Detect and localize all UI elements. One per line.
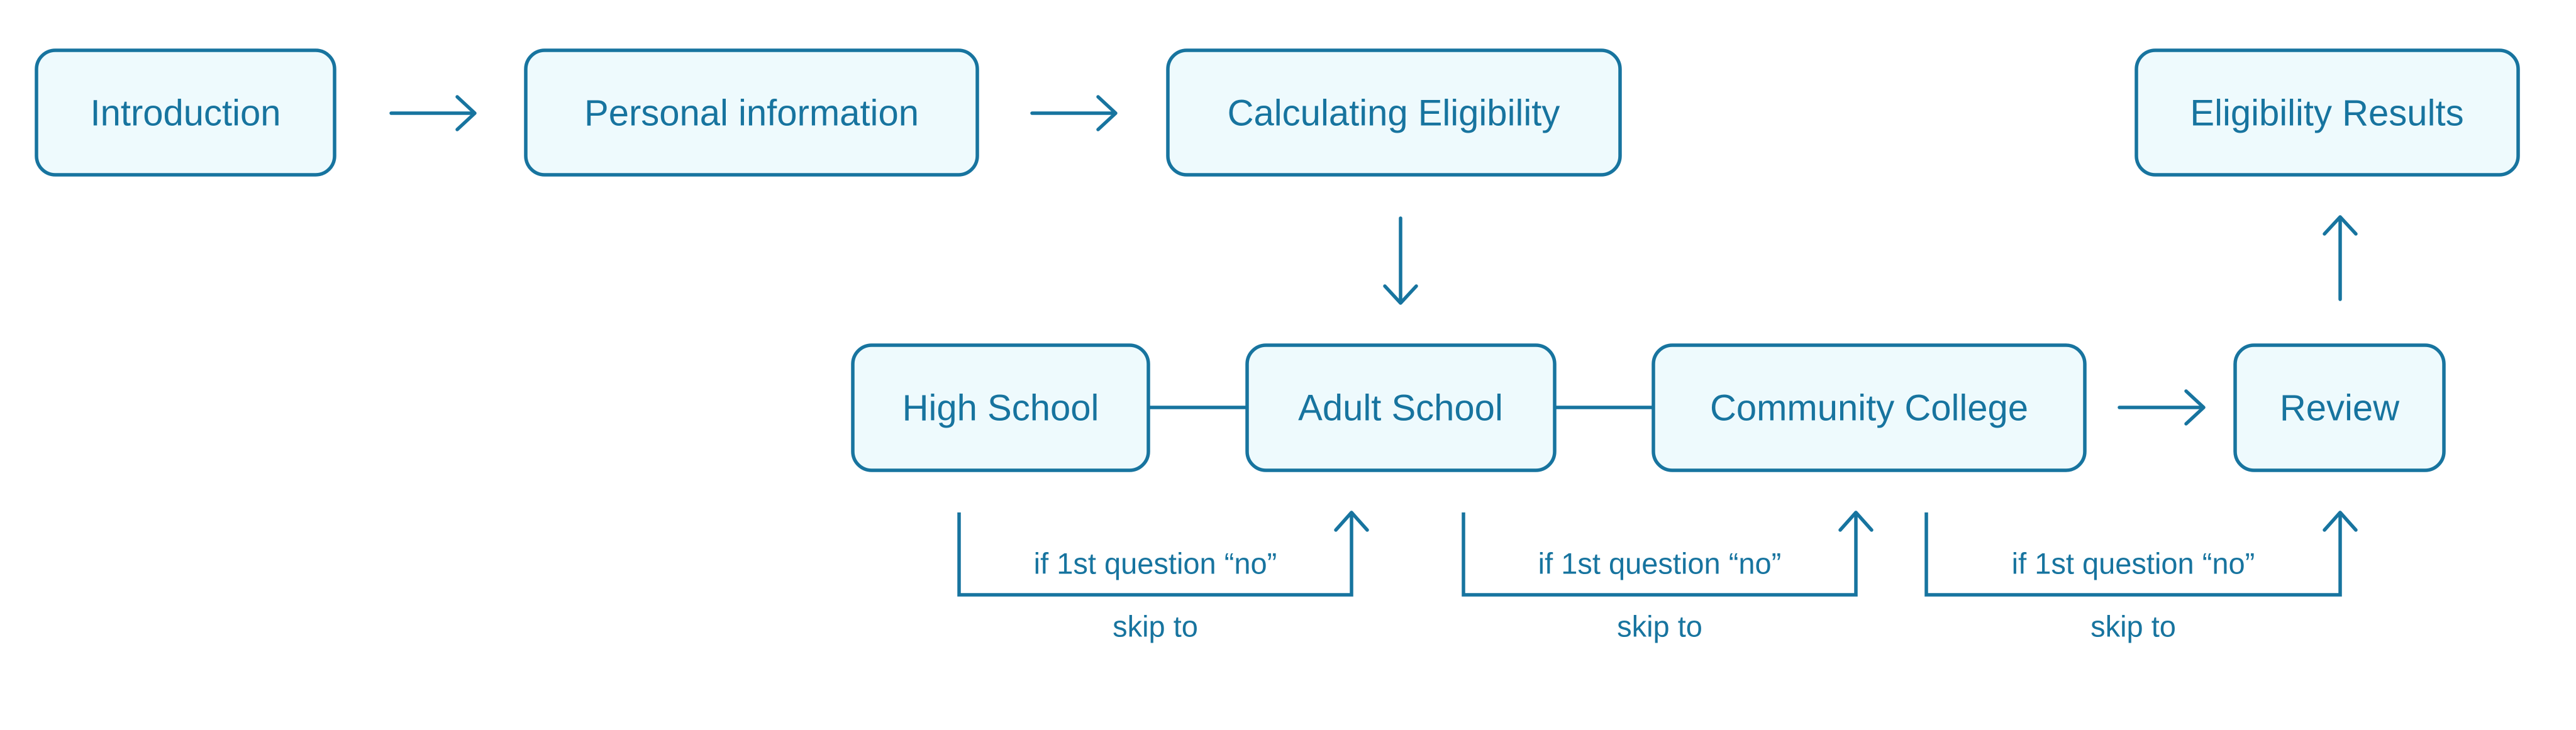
skip-condition-community-college: if 1st question “no” xyxy=(2012,547,2255,580)
node-community-college: Community College xyxy=(1652,343,2087,472)
node-high-school-box xyxy=(851,343,1150,472)
arrow-introduction-to-personal-information-head xyxy=(455,95,477,131)
skip-action-high-school: skip to xyxy=(1113,610,1198,643)
skip-path-high-school-to-adult-school-line xyxy=(957,512,1353,597)
node-calculating-eligibility-box xyxy=(1166,48,1622,177)
node-review-box xyxy=(2233,343,2446,472)
skip-path-adult-school-to-community-college-arrow-head xyxy=(1838,511,1874,532)
node-high-school-label: High School xyxy=(902,388,1099,429)
skip-path-community-college-to-review-line xyxy=(1924,512,2342,597)
node-eligibility-results-label: Eligibility Results xyxy=(2190,93,2463,134)
node-calculating-eligibility-label: Calculating Eligibility xyxy=(1228,93,1560,134)
node-review-label: Review xyxy=(2280,388,2400,429)
node-adult-school-label: Adult School xyxy=(1298,388,1503,429)
node-personal-information-box xyxy=(524,48,979,177)
node-adult-school-box xyxy=(1245,343,1557,472)
node-adult-school: Adult School xyxy=(1245,343,1557,472)
arrow-review-to-eligibility-results xyxy=(2323,215,2358,301)
node-introduction-box xyxy=(35,48,336,177)
node-eligibility-results-box xyxy=(2135,48,2520,177)
node-high-school: High School xyxy=(851,343,1150,472)
skip-path-community-college-to-review: if 1st question “no” skip to xyxy=(1924,511,2358,643)
node-introduction-label: Introduction xyxy=(90,93,280,134)
arrow-personal-information-to-calculating-eligibility-head xyxy=(1096,95,1118,131)
node-eligibility-results: Eligibility Results xyxy=(2135,48,2520,177)
arrow-personal-information-to-calculating-eligibility xyxy=(1030,95,1118,131)
node-personal-information: Personal information xyxy=(524,48,979,177)
skip-path-community-college-to-review-arrow-head xyxy=(2323,511,2358,532)
skip-path-high-school-to-adult-school: if 1st question “no” skip to xyxy=(957,511,1369,643)
skip-path-adult-school-to-community-college-line xyxy=(1462,512,1858,597)
arrow-calculating-eligibility-to-adult-school xyxy=(1383,216,1418,305)
arrow-community-college-to-review-head xyxy=(2184,389,2206,426)
arrow-calculating-eligibility-to-adult-school-head xyxy=(1383,284,1418,305)
node-introduction: Introduction xyxy=(35,48,336,177)
node-personal-information-label: Personal information xyxy=(584,93,919,134)
skip-path-adult-school-to-community-college: if 1st question “no” skip to xyxy=(1462,511,1874,643)
skip-action-adult-school: skip to xyxy=(1617,610,1702,643)
skip-path-high-school-to-adult-school-arrow-head xyxy=(1334,511,1369,532)
arrow-community-college-to-review xyxy=(2118,389,2206,426)
node-review: Review xyxy=(2233,343,2446,472)
node-calculating-eligibility: Calculating Eligibility xyxy=(1166,48,1622,177)
arrow-introduction-to-personal-information xyxy=(389,95,477,131)
arrow-review-to-eligibility-results-head xyxy=(2323,215,2358,236)
node-community-college-label: Community College xyxy=(1710,388,2028,429)
skip-condition-high-school: if 1st question “no” xyxy=(1034,547,1277,580)
node-community-college-box xyxy=(1652,343,2087,472)
skip-condition-adult-school: if 1st question “no” xyxy=(1538,547,1782,580)
skip-action-community-college: skip to xyxy=(2090,610,2176,643)
